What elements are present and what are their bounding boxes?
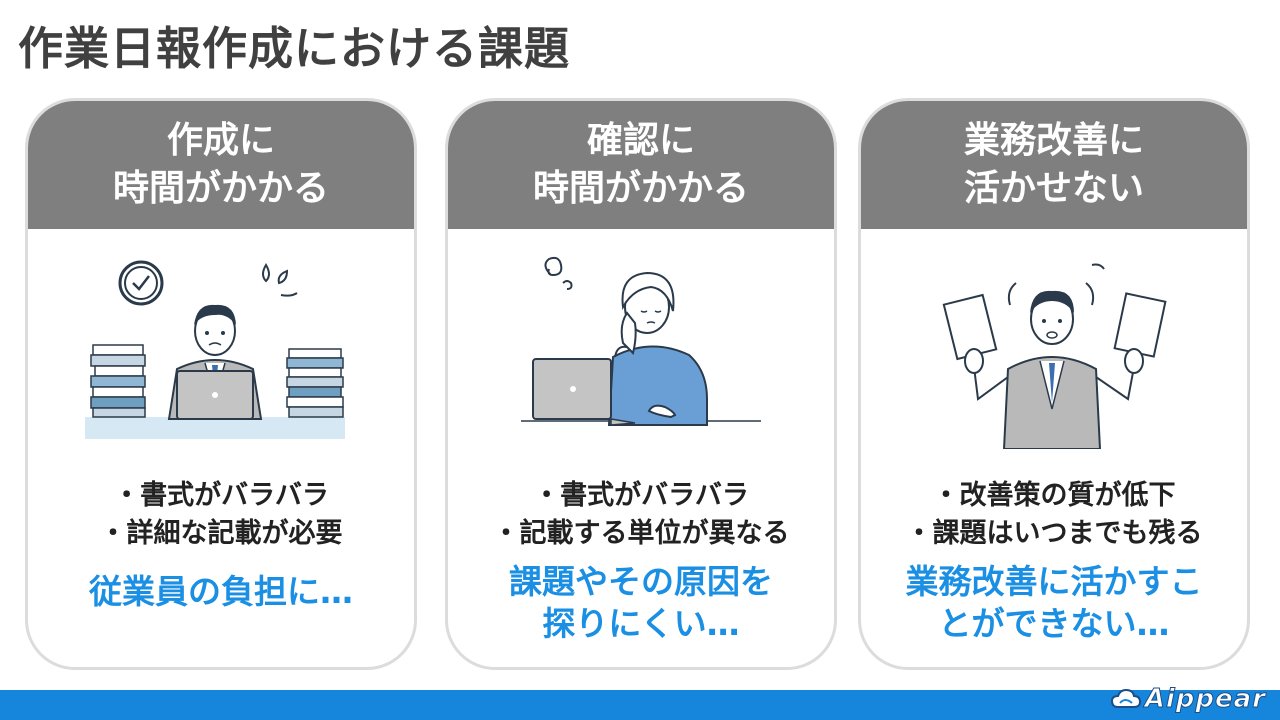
brand-name: Aippear — [1144, 684, 1266, 715]
card-bullets: ・書式がバラバラ ・詳細な記載が必要 — [28, 477, 414, 553]
challenge-card-creation-time: 作成に 時間がかかる — [25, 98, 417, 670]
bullet-item: ・改善策の質が低下 — [932, 480, 1176, 511]
conclusion-line: 課題やその原因を — [509, 562, 773, 601]
card-bullets: ・改善策の質が低下 ・課題はいつまでも残る — [861, 477, 1247, 553]
card-header-line: 作成に — [166, 120, 275, 161]
bullet-item: ・記載する単位が異なる — [492, 518, 790, 549]
tired-woman-illustration — [448, 229, 834, 469]
card-header-line: 確認に — [586, 120, 695, 161]
challenge-card-improvement: 業務改善に 活かせない — [858, 98, 1250, 670]
bullet-item: ・詳細な記載が必要 — [99, 518, 343, 549]
conclusion-line: 従業員の負担に… — [89, 572, 353, 611]
card-bullets: ・書式がバラバラ ・記載する単位が異なる — [448, 477, 834, 553]
footer-bar — [0, 690, 1280, 720]
overwhelmed-worker-illustration — [28, 229, 414, 469]
card-header: 作成に 時間がかかる — [28, 101, 414, 229]
card-conclusion: 業務改善に活かすこ とができない… — [861, 561, 1247, 645]
card-conclusion: 従業員の負担に… — [28, 571, 414, 613]
card-header-line: 活かせない — [963, 168, 1144, 209]
confusion-scribble-icon — [544, 256, 573, 290]
card-header: 確認に 時間がかかる — [448, 101, 834, 229]
card-header-line: 時間がかかる — [112, 168, 329, 209]
card-header-line: 時間がかかる — [532, 168, 749, 209]
card-header-line: 業務改善に — [963, 120, 1144, 161]
card-conclusion: 課題やその原因を 探りにくい… — [448, 561, 834, 645]
cloud-logo-icon — [1110, 688, 1141, 708]
bullet-item: ・課題はいつまでも残る — [905, 518, 1203, 549]
bullet-item: ・書式がバラバラ — [113, 480, 329, 511]
conclusion-line: とができない… — [938, 604, 1170, 643]
document-icon — [1113, 292, 1167, 358]
challenge-card-review-time: 確認に 時間がかかる — [445, 98, 837, 670]
clock-icon — [118, 260, 164, 306]
card-header: 業務改善に 活かせない — [861, 101, 1247, 229]
brand-logo: Aippear — [1110, 684, 1266, 715]
conclusion-line: 探りにくい… — [542, 604, 740, 643]
confused-man-illustration — [861, 229, 1247, 469]
page-title: 作業日報作成における課題 — [18, 22, 571, 75]
bullet-item: ・書式がバラバラ — [533, 480, 749, 511]
conclusion-line: 業務改善に活かすこ — [905, 562, 1203, 601]
